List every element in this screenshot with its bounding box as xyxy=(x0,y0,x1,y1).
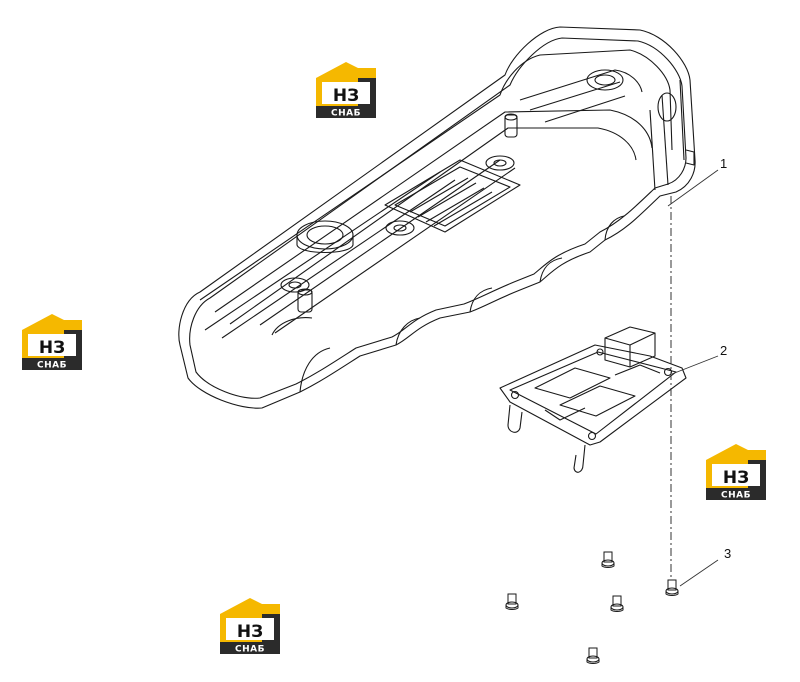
bolt xyxy=(586,647,600,664)
logo-text-bottom: СНАБ xyxy=(37,361,67,371)
logo-text-top: НЗ xyxy=(237,622,263,642)
logo-text-bottom: СНАБ xyxy=(721,491,751,501)
bolt xyxy=(505,593,519,610)
bolt-set xyxy=(505,551,679,664)
valve-cover xyxy=(178,26,696,409)
callout-3: 3 xyxy=(724,546,731,561)
logo-text-top: НЗ xyxy=(723,468,749,488)
baffle-plate xyxy=(499,326,687,473)
nzsnab-logo: НЗ СНАБ xyxy=(22,314,82,371)
callout-2: 2 xyxy=(720,343,727,358)
leader-1 xyxy=(667,169,719,207)
nzsnab-logo: НЗ СНАБ xyxy=(316,62,376,119)
logo-text-top: НЗ xyxy=(39,338,65,358)
bolt xyxy=(610,595,624,612)
bolt xyxy=(665,579,679,596)
logo-text-bottom: СНАБ xyxy=(235,645,265,655)
callout-1: 1 xyxy=(720,156,727,171)
nzsnab-logo: НЗ СНАБ xyxy=(706,444,766,501)
leader-2 xyxy=(671,355,719,375)
leader-3 xyxy=(679,559,719,587)
bolt xyxy=(601,551,615,568)
logo-text-bottom: СНАБ xyxy=(331,109,361,119)
watermark-logos: НЗ СНАБ НЗ СНАБ НЗ СНАБ НЗ СНАБ xyxy=(22,62,766,655)
leader-lines xyxy=(667,169,719,587)
logo-text-top: НЗ xyxy=(333,86,359,106)
nzsnab-logo: НЗ СНАБ xyxy=(220,598,280,655)
